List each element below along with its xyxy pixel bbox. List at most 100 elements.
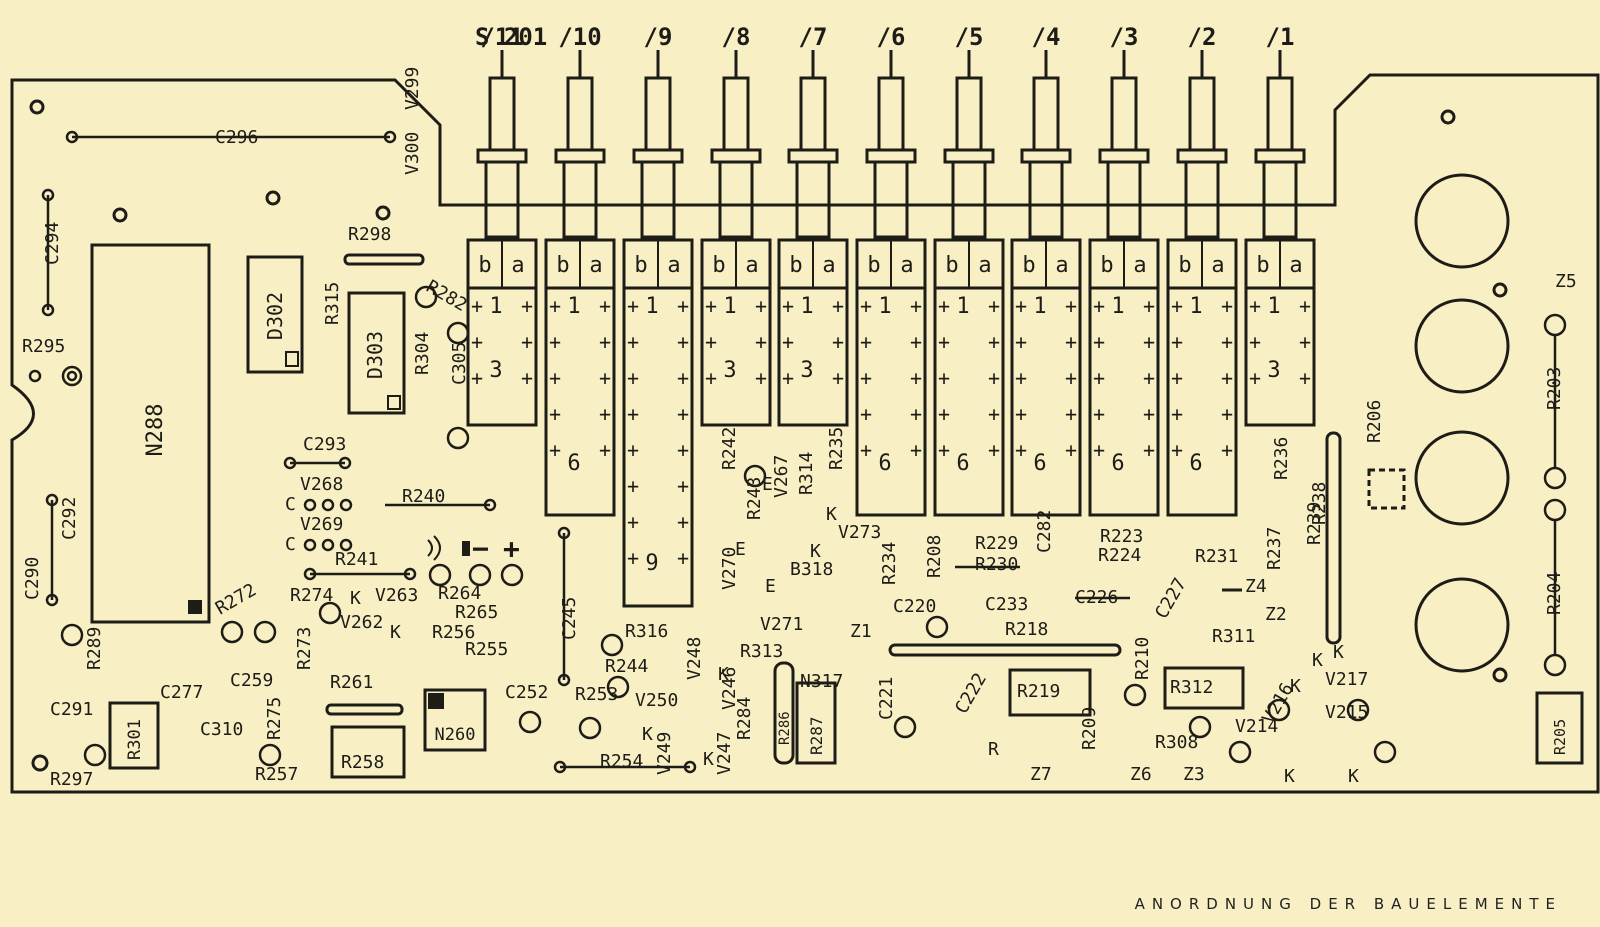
- contact-pin: +: [1065, 438, 1077, 462]
- pin-label: K: [390, 622, 401, 643]
- component-label-r235: R235: [826, 427, 847, 470]
- contact-pin: +: [599, 402, 611, 426]
- component-label-v273: V273: [838, 522, 881, 543]
- mounting-holes: [29, 99, 1508, 772]
- contact-number-1: 1: [1033, 294, 1046, 319]
- component-label-c294: C294: [42, 222, 63, 265]
- component-label-r298: R298: [348, 224, 391, 245]
- component-label-r314: R314: [796, 452, 817, 495]
- audio-terminal-symbols: − +: [427, 532, 520, 565]
- component-label-r210: R210: [1132, 637, 1153, 680]
- component-label-c310: C310: [200, 719, 243, 740]
- contact-pin: +: [599, 366, 611, 390]
- component-label-r229: R229: [975, 533, 1018, 554]
- component-label-n317: N317: [800, 671, 843, 692]
- ic-d303-label: D303: [363, 331, 387, 379]
- component-label-r316: R316: [625, 621, 668, 642]
- contact-pin: +: [860, 330, 872, 354]
- component-label-r209: R209: [1079, 707, 1100, 750]
- component-label-c222: C222: [951, 669, 991, 717]
- switch-position-label: a: [1289, 253, 1302, 278]
- component-label-r239: R239: [1304, 502, 1325, 545]
- component-label-r274: R274: [290, 585, 333, 606]
- contact-pin: +: [627, 510, 639, 534]
- component-label-z1: Z1: [850, 621, 872, 642]
- switch-position-label: a: [1055, 253, 1068, 278]
- contact-pin: +: [677, 330, 689, 354]
- component-label-v299: V299: [402, 67, 423, 110]
- contact-number-2: 3: [800, 358, 813, 383]
- switch-position-label: a: [822, 253, 835, 278]
- pin-label: K: [1333, 642, 1344, 663]
- component-label-r234: R234: [879, 542, 900, 585]
- contact-number-1: 1: [878, 294, 891, 319]
- ic-n260: N260: [423, 688, 487, 752]
- contact-pin: +: [677, 438, 689, 462]
- component-label-v267: V267: [771, 455, 792, 498]
- rails: [325, 253, 1342, 765]
- switch-position-label: a: [667, 253, 680, 278]
- contact-pin: +: [1221, 402, 1233, 426]
- switch-position-label: a: [978, 253, 991, 278]
- contact-pin: +: [832, 330, 844, 354]
- contact-pin: +: [599, 330, 611, 354]
- component-label-r273: R273: [294, 627, 315, 670]
- component-label-v214: V214: [1235, 716, 1278, 737]
- switch-position-label: b: [1022, 253, 1035, 278]
- component-label-r224: R224: [1098, 545, 1141, 566]
- contact-pin: +: [521, 366, 533, 390]
- contact-pin: +: [1015, 438, 1027, 462]
- component-label-r261: R261: [330, 672, 373, 693]
- contact-pin: +: [1015, 294, 1027, 318]
- contact-pin: +: [782, 366, 794, 390]
- ic-n288: N288: [90, 243, 211, 624]
- switch-index-label: /8: [722, 23, 751, 51]
- component-label-r231: R231: [1195, 546, 1238, 567]
- switch-position-label: b: [478, 253, 491, 278]
- contact-pin: +: [910, 366, 922, 390]
- switch-index-label: /4: [1032, 23, 1061, 51]
- minus-symbol: −: [472, 532, 489, 565]
- contact-pin: +: [910, 294, 922, 318]
- component-label-r272: R272: [212, 579, 260, 619]
- component-label-r218: R218: [1005, 619, 1048, 640]
- component-label-r230: R230: [975, 554, 1018, 575]
- component-label-c227: C227: [1151, 574, 1191, 622]
- contact-number-1: 1: [645, 294, 658, 319]
- component-label-v217: V217: [1325, 669, 1368, 690]
- component-label-r223: R223: [1100, 526, 1143, 547]
- contact-pin: +: [1015, 366, 1027, 390]
- boxed-parts: [108, 468, 1584, 779]
- contact-pin: +: [1249, 294, 1261, 318]
- switch-index-label: /6: [877, 23, 906, 51]
- contact-pin: +: [599, 294, 611, 318]
- switch-index-label: /2: [1188, 23, 1217, 51]
- pin-label: R: [988, 739, 999, 760]
- component-label-r308: R308: [1155, 732, 1198, 753]
- contact-pin: +: [627, 546, 639, 570]
- component-label-r240: R240: [402, 486, 445, 507]
- pin-label: K: [1312, 650, 1323, 671]
- component-label-c292: C292: [59, 497, 80, 540]
- switch-index-label: /11: [480, 23, 523, 51]
- contact-pin: +: [627, 294, 639, 318]
- contact-pin: +: [1171, 330, 1183, 354]
- switch-position-label: a: [900, 253, 913, 278]
- ic-n288-label: N288: [143, 404, 168, 457]
- component-label-r315: R315: [322, 282, 343, 325]
- component-label-v271: V271: [760, 614, 803, 635]
- contact-pin: +: [627, 402, 639, 426]
- component-label-c296: C296: [215, 127, 258, 148]
- contact-pin: +: [471, 294, 483, 318]
- contact-pin: +: [521, 330, 533, 354]
- contact-pin: +: [677, 546, 689, 570]
- boxed-label-r258: R258: [341, 752, 384, 773]
- large-holes: [1414, 173, 1510, 673]
- contact-pin: +: [677, 366, 689, 390]
